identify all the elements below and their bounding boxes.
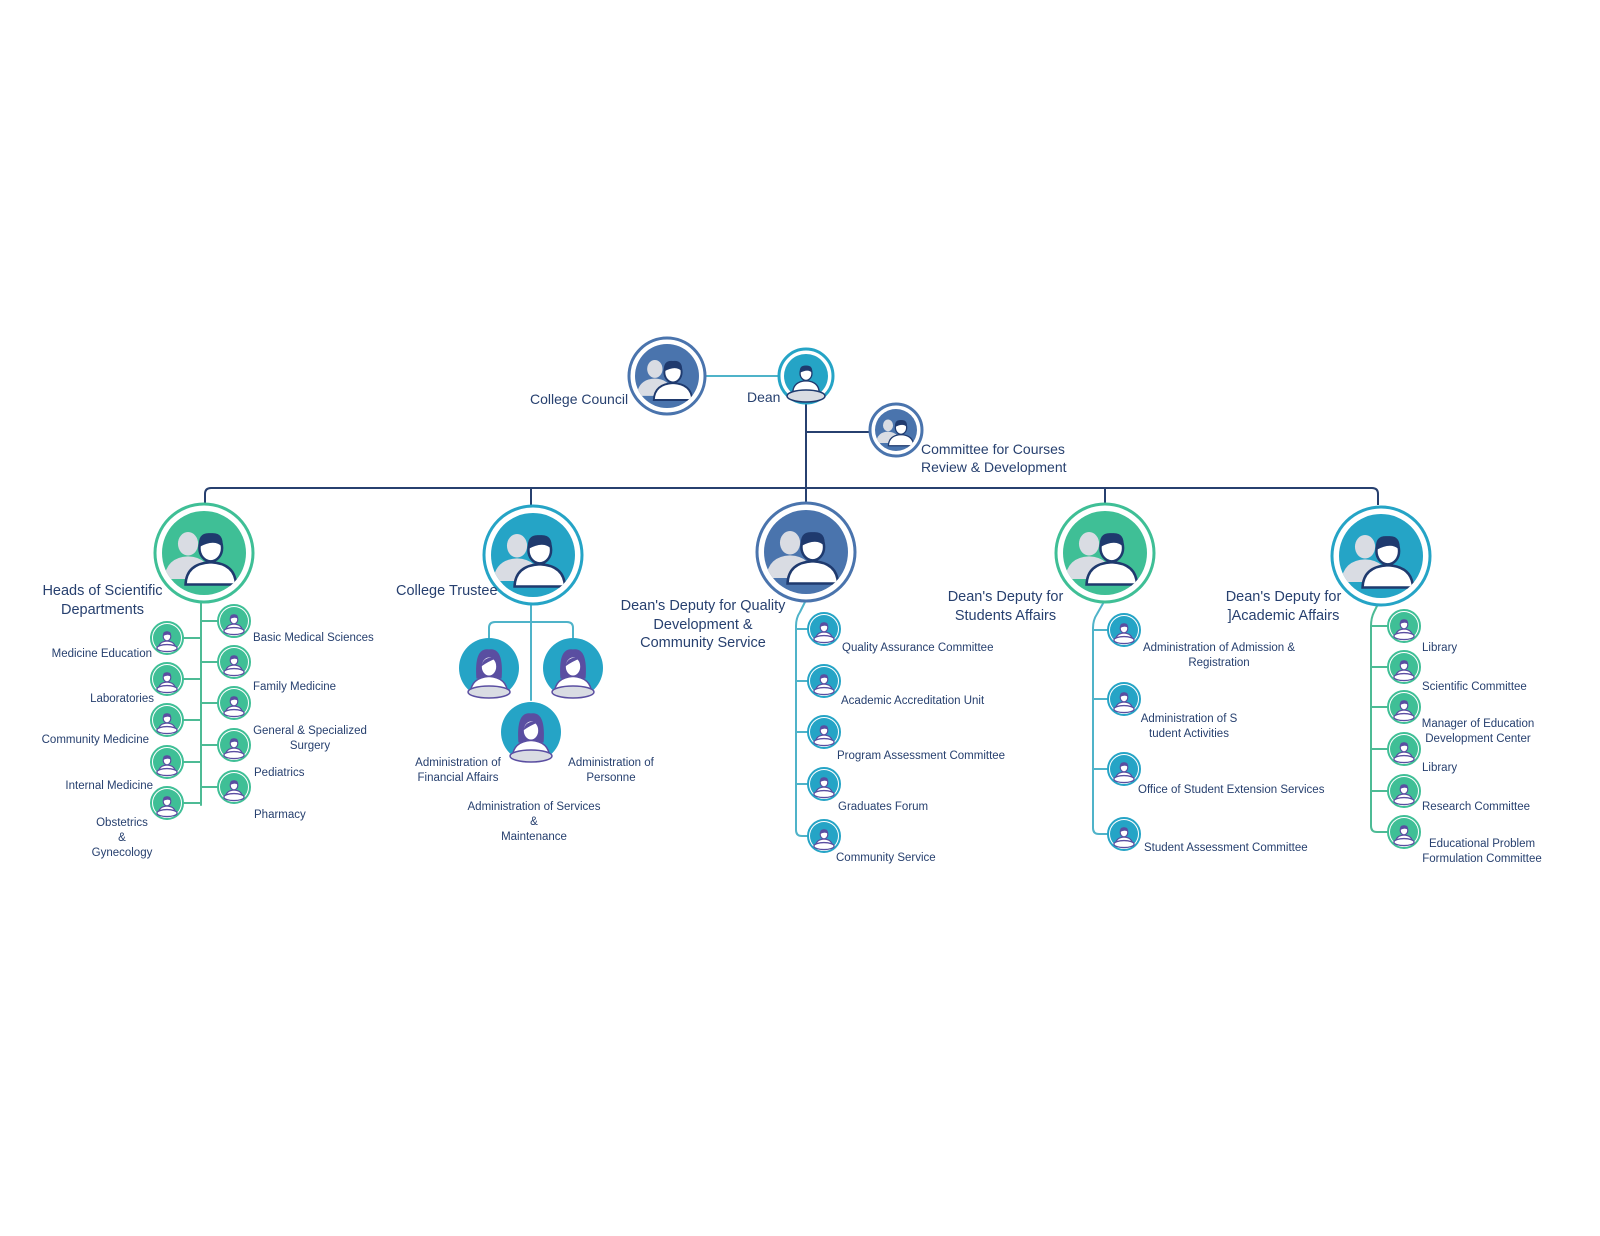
trustee-item: Administration of Personne <box>568 757 654 785</box>
academic-item: Research Committee <box>1422 801 1531 813</box>
deputy-students-node <box>1054 502 1156 604</box>
deputy-students-title: Dean's Deputy for Students Affairs <box>947 589 1064 624</box>
students-item: Administration of Admission & Registrati… <box>1142 642 1296 670</box>
deputy-academic-title: Dean's Deputy for ]Academic Affairs <box>1225 589 1342 624</box>
quality-committee-node <box>807 715 841 749</box>
department-node <box>217 728 251 762</box>
dept-item: Community Medicine <box>41 734 149 746</box>
connector-line <box>1092 599 1108 835</box>
dept-item: General & Specialized Surgery <box>253 725 367 753</box>
department-node <box>217 604 251 638</box>
department-node <box>217 770 251 804</box>
academic-item: Scientific Committee <box>1422 681 1527 693</box>
students-item: Student Assessment Committee <box>1144 842 1308 854</box>
quality-item: Quality Assurance Committee <box>842 642 994 654</box>
department-node <box>217 686 251 720</box>
deputy-quality-title: Dean's Deputy for Quality Development & … <box>620 598 786 652</box>
committee-node <box>868 402 924 458</box>
academic-committee-node <box>1387 650 1421 684</box>
department-node <box>150 745 184 779</box>
quality-item: Program Assessment Committee <box>837 750 1006 762</box>
dept-item: Laboratories <box>90 693 154 705</box>
deputy-quality-node <box>755 501 857 603</box>
quality-committee-node <box>807 767 841 801</box>
department-node <box>150 662 184 696</box>
department-node <box>150 786 184 820</box>
students-office-node <box>1107 613 1141 647</box>
trustee-admin-node <box>501 702 561 763</box>
quality-item: Academic Accreditation Unit <box>841 695 985 707</box>
connector-line <box>204 487 1379 505</box>
committee-courses-label: Committee for Courses Review & Developme… <box>921 441 1067 475</box>
quality-item: Community Service <box>836 852 936 864</box>
dept-item: Family Medicine <box>253 681 337 693</box>
dept-item: Pharmacy <box>254 809 306 821</box>
trustee-item: Administration of Financial Affairs <box>415 757 501 785</box>
quality-item: Graduates Forum <box>838 801 929 813</box>
heads-departments-title: Heads of Scientific Departments <box>42 583 163 618</box>
dept-item: Pediatrics <box>254 767 305 779</box>
dept-item: Obstetrics & Gynecology <box>91 817 153 860</box>
college-council-node <box>627 336 707 416</box>
department-node <box>150 621 184 655</box>
college-council-label: College Council <box>530 391 629 407</box>
academic-item: Manager of Education Development Center <box>1421 718 1535 746</box>
academic-item: Library <box>1422 642 1458 654</box>
dept-item: Basic Medical Sciences <box>253 632 374 644</box>
trustee-admin-node <box>543 638 603 699</box>
students-office-node <box>1107 817 1141 851</box>
connector-line <box>488 621 574 640</box>
trustee-item: Administration of Services & Maintenance <box>467 801 601 844</box>
students-office-node <box>1107 682 1141 716</box>
academic-committee-node <box>1387 774 1421 808</box>
quality-committee-node <box>807 612 841 646</box>
quality-committee-node <box>807 664 841 698</box>
deputy-academic-node <box>1330 505 1432 607</box>
dept-item: Medicine Education <box>51 648 152 660</box>
academic-committee-node <box>1387 690 1421 724</box>
academic-committee-node <box>1387 815 1421 849</box>
department-node <box>217 645 251 679</box>
academic-committee-node <box>1387 732 1421 766</box>
dean-label: Dean <box>747 389 781 405</box>
college-trustee-title: College Trustee <box>396 583 498 599</box>
dept-item: Internal Medicine <box>65 780 153 792</box>
trustee-admin-node <box>459 638 519 699</box>
academic-item: Library <box>1422 762 1458 774</box>
dean-node <box>777 347 835 405</box>
students-item: Office of Student Extension Services <box>1138 784 1325 796</box>
college-trustee-node <box>482 504 584 606</box>
students-item: Administration of S tudent Activities <box>1140 713 1238 741</box>
academic-committee-node <box>1387 609 1421 643</box>
connector-line <box>795 599 808 837</box>
connector-line <box>1370 599 1388 833</box>
heads-departments-node <box>153 502 255 604</box>
department-node <box>150 703 184 737</box>
students-office-node <box>1107 752 1141 786</box>
academic-item: Educational Problem Formulation Committe… <box>1422 838 1542 866</box>
quality-committee-node <box>807 819 841 853</box>
